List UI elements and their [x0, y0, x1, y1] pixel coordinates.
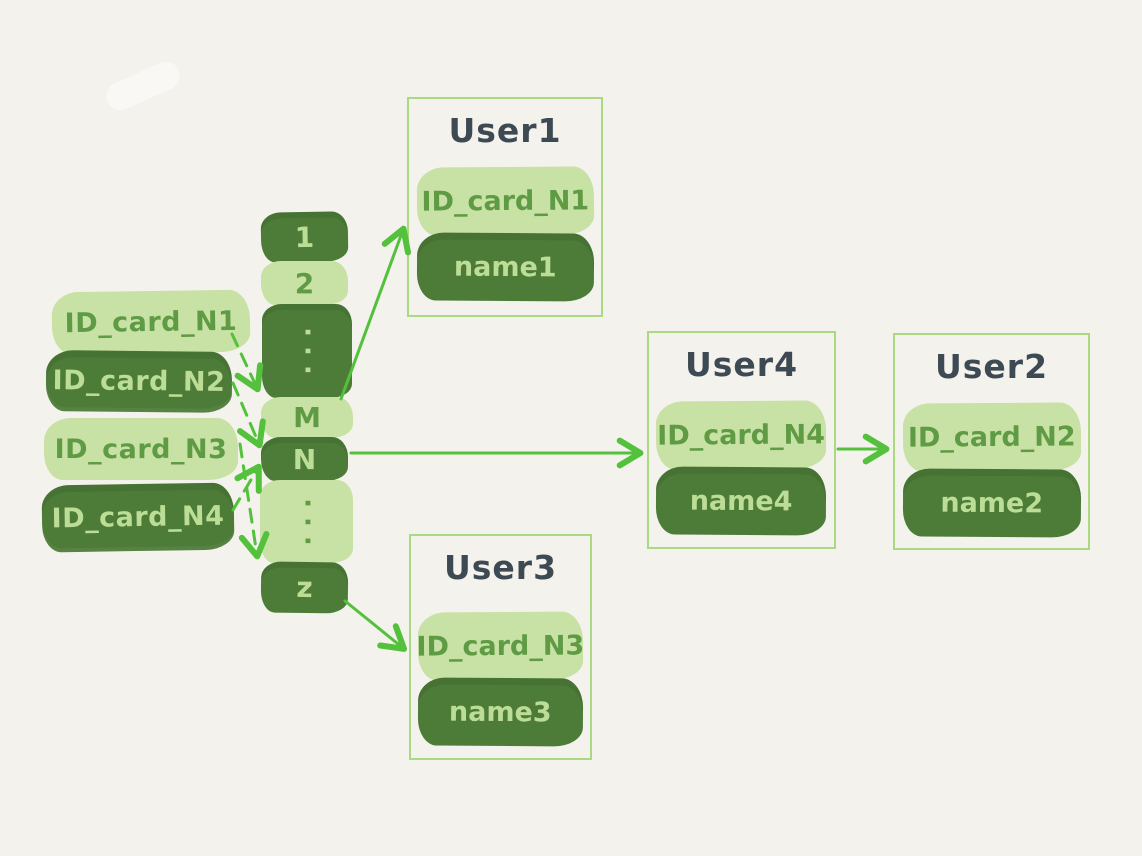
user-name-field: name1 — [416, 232, 594, 302]
user-id-card-field: ID_card_N1 — [416, 166, 594, 236]
id-card-label: ID_card_N1 — [64, 305, 238, 339]
hash-bucket-z: z — [260, 561, 349, 614]
hash-bucket-ellipsis-bottom: ··· — [260, 480, 353, 563]
user-name-value: name1 — [453, 251, 557, 283]
hash-bucket-n: N — [261, 437, 348, 481]
user-name-field: name3 — [417, 677, 584, 747]
user-id-card-field: ID_card_N4 — [656, 400, 827, 470]
user-title: User2 — [934, 347, 1049, 386]
dashed-arrow-card3-to-bucket-z — [238, 442, 270, 560]
user-id-card-value: ID_card_N3 — [416, 629, 585, 663]
hash-bucket-2: 2 — [261, 261, 348, 305]
user-name-value: name2 — [940, 487, 1043, 519]
bucket-label: 2 — [294, 266, 315, 300]
hash-bucket-m: M — [261, 397, 353, 438]
user-name-field: name2 — [902, 468, 1081, 538]
hash-bucket-ellipsis-top: ··· — [262, 304, 352, 398]
hash-bucket-1: 1 — [260, 211, 349, 263]
dashed-arrow-card4-to-bucket-n — [231, 463, 262, 512]
user-title: User3 — [443, 548, 558, 587]
id-card-pill-3: ID_card_N3 — [44, 418, 238, 480]
user-title: User1 — [448, 111, 562, 150]
id-card-label: ID_card_N2 — [52, 365, 226, 398]
user-id-card-value: ID_card_N2 — [907, 420, 1076, 454]
user-box-user4: User4 ID_card_N4 name4 — [647, 331, 836, 549]
user-box-user2: User2 ID_card_N2 name2 — [893, 333, 1090, 550]
id-card-label: ID_card_N3 — [54, 433, 228, 465]
user-box-user1: User1 ID_card_N1 name1 — [407, 97, 603, 317]
user-id-card-value: ID_card_N1 — [421, 184, 589, 218]
id-card-pill-4: ID_card_N4 — [41, 482, 235, 553]
user-id-card-field: ID_card_N2 — [902, 402, 1081, 472]
user-box-user3: User3 ID_card_N3 name3 — [409, 534, 592, 760]
id-card-label: ID_card_N4 — [51, 500, 225, 535]
bucket-label: M — [293, 401, 321, 434]
dashed-arrow-card2-to-bucket-n — [231, 381, 266, 449]
solid-arrow-bucket-z-to-user3 — [343, 599, 408, 652]
bucket-label: 1 — [294, 220, 315, 254]
ellipsis-dots: ··· — [291, 327, 322, 384]
user-name-field: name4 — [656, 466, 827, 536]
user-title: User4 — [684, 345, 799, 384]
user-name-value: name3 — [449, 696, 552, 728]
bucket-label: N — [292, 442, 317, 476]
bucket-label: z — [296, 570, 313, 605]
ellipsis-dots: ··· — [291, 497, 322, 555]
smudge-mark — [101, 57, 185, 115]
id-card-pill-1: ID_card_N1 — [51, 289, 251, 355]
user-name-value: name4 — [690, 485, 793, 517]
id-card-pill-2: ID_card_N2 — [45, 350, 233, 413]
user-id-card-value: ID_card_N4 — [657, 418, 826, 452]
user-id-card-field: ID_card_N3 — [416, 611, 585, 681]
